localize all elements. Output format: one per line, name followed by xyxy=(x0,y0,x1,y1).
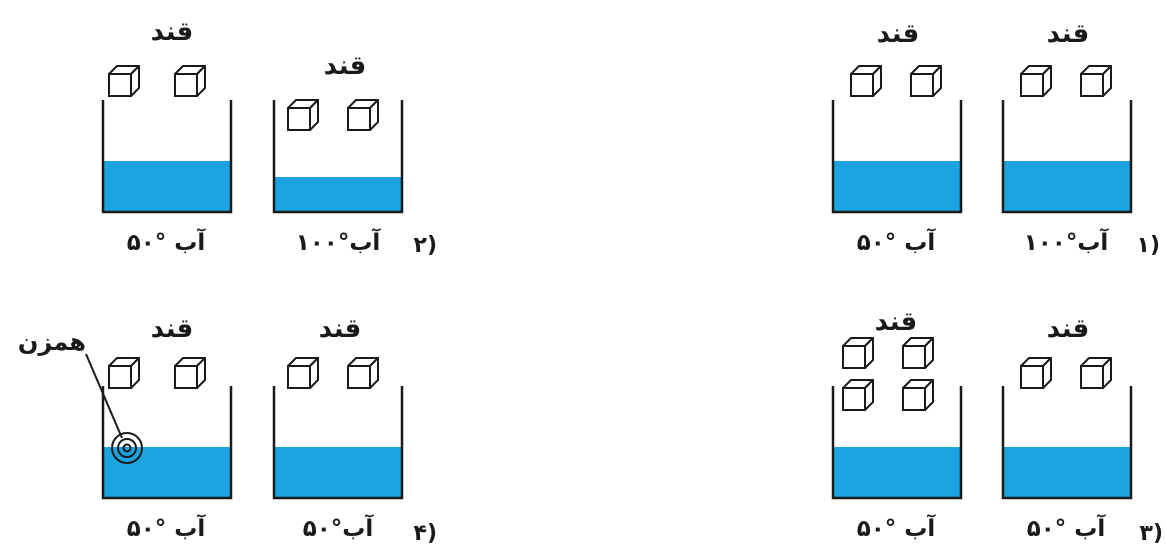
sugar-label: قند xyxy=(875,307,918,337)
sugar-label: قند xyxy=(877,19,920,49)
beaker: قند آب °۵۰ xyxy=(831,19,963,256)
sugar-cube xyxy=(347,357,379,389)
water xyxy=(104,161,230,211)
sugar-cube-group xyxy=(850,65,942,97)
sugar-cube xyxy=(902,379,934,411)
sugar-cube xyxy=(910,65,942,97)
sugar-cube xyxy=(108,357,140,389)
sugar-cube xyxy=(1020,65,1052,97)
water-temperature-caption: آب °۵۰ xyxy=(127,513,207,542)
experiment-2: ۲) قند آب°۱۰۰ قند آب °۵۰ xyxy=(101,17,437,258)
water-temperature-caption: آب°۱۰۰ xyxy=(1024,227,1110,256)
experiment-3: ۳) قند آب °۵۰ قند آب °۵۰ xyxy=(831,307,1163,546)
water xyxy=(1004,447,1130,497)
sugar-cube-group xyxy=(108,357,206,389)
water-temperature-caption: آب °۵۰ xyxy=(857,227,937,256)
beaker: قند آب °۵۰ xyxy=(101,17,233,256)
beaker-glass xyxy=(831,386,963,500)
sugar-cube xyxy=(287,357,319,389)
sugar-cube-group xyxy=(842,337,934,411)
sugar-cube xyxy=(842,337,874,369)
sugar-label: قند xyxy=(151,314,194,344)
water-temperature-caption: آب°۱۰۰ xyxy=(296,227,382,256)
beaker: قند آب°۱۰۰ xyxy=(1001,19,1133,256)
sugar-label: قند xyxy=(1047,19,1090,49)
experiment-number: ۴) xyxy=(414,521,437,546)
water-temperature-caption: آب °۵۰ xyxy=(127,227,207,256)
water xyxy=(104,447,230,497)
water-temperature-caption: آب°۵۰ xyxy=(303,513,375,542)
sugar-cube-group xyxy=(287,357,379,389)
water xyxy=(834,447,960,497)
sugar-label: قند xyxy=(324,51,367,81)
sugar-label: قند xyxy=(1047,314,1090,344)
sugar-cube-group xyxy=(108,65,206,97)
sugar-cube xyxy=(174,357,206,389)
sugar-cube xyxy=(1080,357,1112,389)
sugar-cube xyxy=(842,379,874,411)
sugar-cube xyxy=(1080,65,1112,97)
experiment-number: ۲) xyxy=(414,233,437,258)
beaker-glass xyxy=(272,386,404,500)
sugar-cube xyxy=(1020,357,1052,389)
beaker-glass xyxy=(831,100,963,214)
beaker: قند آب°۱۰۰ xyxy=(272,51,404,256)
sugar-cube xyxy=(287,99,319,131)
sugar-cube xyxy=(902,337,934,369)
water-temperature-caption: آب °۵۰ xyxy=(857,513,937,542)
experiment-4: ۴) قند آب°۵۰ قند همزن xyxy=(18,314,437,546)
stirrer-icon xyxy=(111,432,143,464)
water xyxy=(275,177,401,211)
sugar-cube-group xyxy=(287,99,379,131)
beaker: قند همزن آب °۵۰ xyxy=(18,314,233,542)
water xyxy=(834,161,960,211)
experiment-1: ۱) قند آب°۱۰۰ قند آب °۵۰ xyxy=(831,19,1160,258)
beaker-glass xyxy=(1001,386,1133,500)
sugar-cube xyxy=(347,99,379,131)
beaker-glass xyxy=(272,100,404,214)
water-temperature-caption: آب °۵۰ xyxy=(1027,513,1107,542)
beaker: قند آب°۵۰ xyxy=(272,314,404,542)
sugar-cube-group xyxy=(1020,65,1112,97)
sugar-label: قند xyxy=(151,17,194,47)
sugar-cube xyxy=(850,65,882,97)
beaker-glass xyxy=(1001,100,1133,214)
stirrer-label: همزن xyxy=(18,328,86,356)
sugar-cube xyxy=(174,65,206,97)
beaker: قند آب °۵۰ xyxy=(1001,314,1133,542)
water xyxy=(1004,161,1130,211)
sugar-cube xyxy=(108,65,140,97)
beaker-glass xyxy=(101,386,233,500)
sugar-label: قند xyxy=(319,314,362,344)
beaker: قند آب °۵۰ xyxy=(831,307,963,542)
water xyxy=(275,447,401,497)
stirrer-leader-line xyxy=(85,353,123,439)
beaker-glass xyxy=(101,100,233,214)
experiment-number: ۳) xyxy=(1140,521,1163,546)
sugar-cube-group xyxy=(1020,357,1112,389)
experiment-number: ۱) xyxy=(1137,233,1160,258)
